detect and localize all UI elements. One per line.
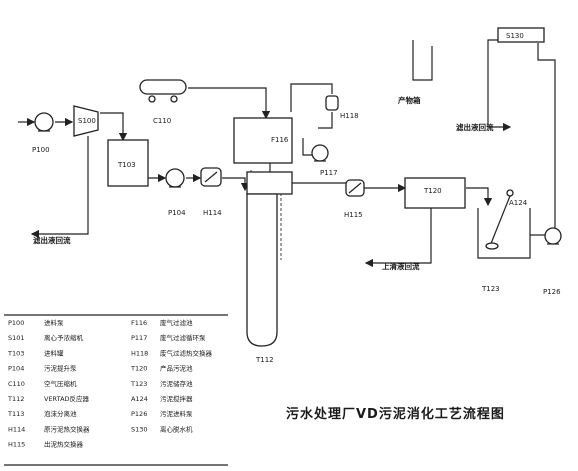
tank-t123: A124 T123 (477, 189, 531, 293)
pump-p126: P126 (543, 227, 562, 296)
svg-text:H118: H118 (340, 112, 359, 120)
legend-code-a: P104 (8, 365, 24, 373)
pump-p100: P100 (32, 112, 54, 154)
legend-code-b: P126 (131, 410, 147, 418)
heat-exchanger-h114: H114 (200, 167, 222, 217)
svg-text:T112: T112 (255, 356, 274, 364)
svg-text:S130: S130 (506, 32, 524, 40)
legend-name-a: 离心予浓缩机 (44, 333, 84, 342)
legend-name-b: 废气过滤热交换器 (160, 348, 213, 357)
tank-t103: T103 (107, 139, 149, 187)
tank-t120: T120 (404, 177, 466, 209)
svg-text:A124: A124 (509, 199, 528, 207)
legend-code-b: H118 (131, 349, 148, 357)
legend-name-a: 污泥提升泵 (44, 364, 77, 373)
legend-code-a: T113 (7, 410, 24, 418)
centrifuge-s130: S130 (497, 27, 545, 43)
diagram-title: 污水处理厂VD污泥消化工艺流程图 (286, 406, 505, 422)
legend-name-a: 原污泥热交换器 (44, 424, 90, 433)
svg-text:P117: P117 (320, 169, 338, 177)
svg-text:S100: S100 (78, 117, 96, 125)
stream-filtrate-return-right: 滤出液回流 (456, 122, 494, 132)
filter-f116: F116 (233, 117, 293, 164)
legend-name-b: 废气过滤池 (160, 318, 193, 327)
legend-code-a: P100 (8, 319, 24, 327)
svg-text:T123: T123 (481, 285, 500, 293)
legend-name-b: 废气过滤循环泵 (160, 333, 206, 342)
stream-filtrate-return-left: 滤出液回流 (33, 235, 71, 245)
svg-text:H115: H115 (344, 211, 363, 219)
legend-code-a: T112 (7, 395, 24, 403)
heat-exchanger-h115: H115 (344, 179, 365, 219)
svg-text:T103: T103 (117, 161, 136, 169)
legend-name-b: 污泥储存池 (160, 379, 193, 388)
legend-code-a: T103 (7, 349, 24, 357)
legend-code-b: A124 (131, 395, 148, 403)
legend-table: P100 进料泵 F116 废气过滤池 S101 离心予浓缩机 P117 废气过滤循环泵 T10… (4, 314, 228, 466)
legend-code-b: F116 (131, 319, 147, 327)
legend-code-a: S101 (8, 334, 25, 342)
legend-name-b: 离心脱水机 (160, 424, 193, 433)
svg-text:F116: F116 (271, 136, 289, 144)
compressor-c110: C110 (139, 79, 187, 125)
legend-code-b: T123 (130, 380, 147, 388)
legend-name-a: 进料泵 (44, 318, 64, 327)
pump-p104: P104 (165, 168, 186, 217)
legend-name-a: VERTAD反应器 (44, 394, 90, 403)
legend-code-a: H114 (8, 425, 25, 433)
legend-name-a: 出泥热交换器 (44, 440, 84, 449)
legend-name-b: 污泥进料泵 (160, 409, 193, 418)
pump-p117: P117 (311, 144, 338, 177)
legend-name-b: 污泥搅拌器 (160, 394, 193, 403)
centrifuge-s100: S100 (73, 105, 99, 137)
reactor-t112: T112 (246, 193, 278, 364)
legend-name-a: 泡沫分离池 (44, 409, 77, 418)
svg-text:T120: T120 (423, 187, 442, 195)
legend-name-b: 产品污泥池 (160, 364, 193, 373)
legend-name-a: 进料罐 (44, 348, 64, 357)
stream-product: 产物箱 (398, 95, 421, 105)
svg-text:P104: P104 (168, 209, 186, 217)
svg-text:P100: P100 (32, 146, 50, 154)
legend-name-a: 空气压缩机 (44, 379, 77, 388)
legend-code-a: C110 (8, 380, 25, 388)
svg-text:C110: C110 (153, 117, 171, 125)
legend-code-b: S130 (131, 425, 148, 433)
legend-code-b: P117 (131, 334, 147, 342)
heat-exchanger-h118: H118 (325, 95, 359, 120)
legend-code-a: H115 (8, 441, 25, 449)
stream-supernatant-return: 上清液回流 (382, 261, 420, 271)
tank-t113 (246, 171, 293, 195)
svg-text:P126: P126 (543, 288, 561, 296)
legend-code-b: T120 (130, 365, 147, 373)
svg-text:H114: H114 (203, 209, 222, 217)
